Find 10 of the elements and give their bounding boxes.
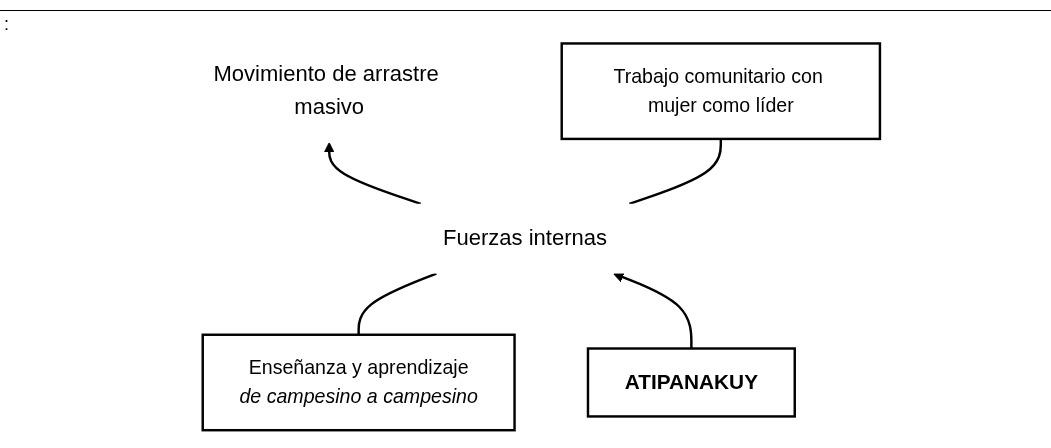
connector <box>357 272 437 335</box>
node-text: Movimiento de arrastre masivo <box>213 61 439 120</box>
connector <box>628 138 723 205</box>
arrow <box>323 142 422 205</box>
note-text: : <box>4 14 9 34</box>
node-text: Fuerzas internas <box>442 225 608 251</box>
node-box: Enseñanza y aprendizaje de campesino a campesino <box>201 333 516 432</box>
node-box: Trabajo comunitario con mujer como líder <box>560 42 882 141</box>
node-box: ATIPANAKUY <box>586 347 796 418</box>
arrow <box>613 272 693 349</box>
